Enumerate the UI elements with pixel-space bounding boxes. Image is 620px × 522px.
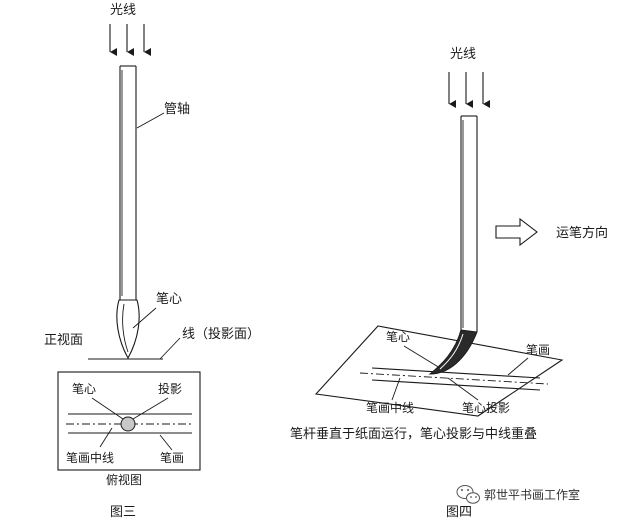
fig4-tip-label: 笔心 [386, 329, 410, 344]
figure-4: 光线 运笔方向 笔心 笔画 笔画中线 笔 [290, 47, 608, 520]
fig3-topview-tip-circle [120, 416, 136, 432]
fig3-topview-tip-label: 笔心 [72, 381, 96, 396]
fig3-caption: 图三 [110, 505, 136, 520]
fig3-barrel-label: 管轴 [164, 102, 190, 117]
fig3-topview-centerline-leader [99, 427, 113, 448]
fig4-projection-leader [447, 377, 479, 401]
fig4-direction-arrow [495, 217, 538, 247]
fig4-tip-leader [403, 345, 441, 369]
fig3-front-label: 正视面 [44, 333, 83, 348]
fig3-topview-stroke-leader [159, 434, 173, 451]
fig3-brush-tip [116, 299, 140, 360]
fig4-brush-tip-highlight [439, 333, 464, 370]
fig4-stroke-leader [507, 357, 529, 376]
fig3-topview-centerline-label: 笔画中线 [66, 450, 114, 465]
fig3-topview-projection-leader [132, 397, 169, 420]
fig4-centerline-leader [391, 377, 401, 401]
fig3-tip-leader [132, 307, 157, 329]
fig4-light-arrows [448, 72, 490, 108]
fig3-topview-projection-label: 投影 [158, 381, 182, 396]
fig4-stroke-label: 笔画 [526, 342, 550, 357]
fig3-line-leader [159, 337, 181, 360]
fig3-barrel-leader [136, 112, 165, 129]
fig4-light-label: 光线 [450, 47, 476, 62]
fig3-brush [116, 65, 140, 360]
figure-3: 光线 管轴 笔心 正视面 线（投影面） 笔心 投影 [44, 3, 260, 520]
watermark: 郭世平书画工作室 [456, 485, 580, 504]
fig3-light-arrows [109, 24, 151, 56]
fig3-topview-caption: 俯视图 [106, 472, 142, 487]
wechat-icon [456, 485, 480, 504]
fig4-centerline-label: 笔画中线 [366, 400, 414, 415]
fig4-stroke-top [371, 367, 541, 379]
fig3-topview-box [57, 371, 201, 471]
fig4-brush [428, 115, 478, 375]
fig3-topview-tip-leader [91, 397, 124, 420]
fig3-line-label: 线（投影面） [182, 326, 260, 342]
fig3-brush-tip-shade [122, 303, 129, 353]
fig4-description: 笔杆垂直于纸面运行，笔心投影与中线重叠 [290, 426, 537, 442]
fig4-projection-label: 笔心投影 [462, 400, 510, 415]
fig4-paper-plane [314, 325, 564, 417]
fig4-direction-label: 运笔方向 [556, 225, 608, 241]
fig4-centerline [359, 372, 549, 385]
fig4-brush-tip [428, 329, 478, 375]
fig3-topview-stroke-label: 笔画 [160, 450, 184, 465]
fig3-tip-label: 笔心 [156, 291, 182, 307]
watermark-text: 郭世平书画工作室 [484, 487, 580, 502]
fig3-light-label: 光线 [110, 3, 136, 18]
fig4-stroke-bottom [371, 379, 541, 391]
fig4-caption: 图四 [446, 505, 472, 520]
